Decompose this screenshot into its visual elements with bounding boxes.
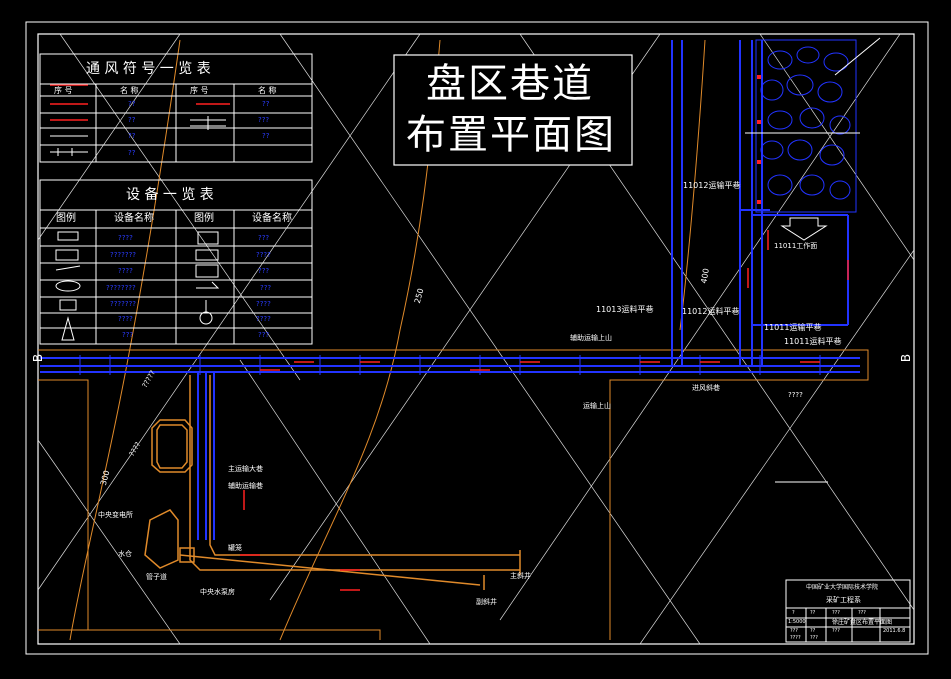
label-11011-material: 11011运料平巷 [784, 337, 842, 346]
equip-header-1: 图例 [56, 213, 76, 224]
tb-cell: ???? [790, 635, 801, 641]
tb-cell: ?? [810, 628, 816, 634]
vent-header-2: 名 称 [120, 86, 139, 95]
label-transport-uphill: 运输上山 [583, 402, 611, 410]
tb-major: 采矿工程系 [826, 596, 861, 604]
equip-cell: ???? [118, 315, 133, 323]
title-line-1: 盘区巷道 [426, 61, 594, 107]
equip-header-4: 设备名称 [252, 213, 292, 224]
shaft-bottom [197, 372, 215, 540]
equip-cell: ??????? [110, 300, 137, 308]
inner-frame [37, 33, 915, 645]
equip-cell: ??????? [110, 251, 137, 259]
label-central-substation: 中央变电所 [98, 511, 133, 519]
vent-table-title: 通 风 符 号 一 览 表 [86, 61, 211, 77]
equip-cell: ??? [258, 267, 270, 275]
equip-header-3: 图例 [194, 213, 214, 224]
equip-cell: ??? [122, 331, 134, 339]
section-mark-left: B [31, 353, 46, 363]
equip-cell: ??? [260, 284, 272, 292]
label-unknown: ???? [788, 391, 803, 399]
title-block-grid [785, 579, 911, 643]
gob-rocks [760, 46, 851, 200]
equip-cell: ???? [256, 315, 271, 323]
tb-cell: ??? [858, 610, 866, 616]
label-pipe-passage: 管子道 [146, 573, 167, 581]
vent-icons [50, 116, 226, 156]
label-water-sump: 水仓 [118, 550, 132, 558]
main-roadway [40, 357, 860, 373]
shaft-bottom-orange [144, 375, 521, 590]
north-line [834, 37, 881, 76]
advance-arrow [780, 217, 828, 241]
vent-cell: ??? [258, 116, 270, 124]
label-intake-incline: 进风斜巷 [692, 384, 720, 392]
tb-cell: ??? [832, 628, 840, 634]
label-cage: 罐笼 [228, 544, 242, 552]
label-11011-face: 11011工作面 [774, 242, 818, 250]
vent-cell: ?? [128, 132, 136, 140]
vent-cell: ?? [262, 100, 270, 108]
label-11012-transport: 11012运输平巷 [683, 181, 741, 190]
outer-frame [25, 21, 929, 655]
tb-cell: ??? [810, 635, 818, 641]
equip-cell: ??? [258, 234, 270, 242]
section-mark-right: B [899, 353, 914, 363]
tb-date: 2011.6.8 [883, 628, 906, 634]
equip-cell: ???? [256, 251, 271, 259]
tb-scale: 1:5000 [788, 619, 806, 625]
label-central-pump: 中央水泵房 [200, 588, 235, 596]
equip-icons [55, 231, 220, 341]
tb-cell: ? [792, 610, 795, 616]
gob-area [755, 39, 857, 213]
label-main-roadway: 主运输大巷 [228, 465, 263, 473]
roadway-ticks [79, 355, 821, 375]
equip-cell: ???? [118, 267, 133, 275]
equip-cell: ???? [256, 300, 271, 308]
label-aux-roadway: 辅助运输巷 [228, 482, 263, 490]
label-aux-uphill: 辅助运输上山 [570, 334, 612, 342]
tb-drawing: 徐庄矿盘区布置平面图 [832, 619, 893, 626]
vent-cell: ?? [128, 149, 136, 157]
tb-school: 中国矿业大学国际技术学院 [806, 584, 879, 591]
equip-cell: ??? [258, 331, 270, 339]
vent-header-3: 序 号 [190, 86, 209, 95]
label-aux-shaft: 副斜井 [476, 598, 497, 606]
equip-table-grid [39, 179, 313, 345]
equip-cell: ???? [118, 234, 133, 242]
vent-table-grid [39, 53, 313, 163]
vent-header-1: 序 号 [54, 86, 73, 95]
vent-header-4: 名 称 [258, 86, 277, 95]
tb-cell: ??? [832, 610, 840, 616]
vent-cell: ?? [128, 100, 136, 108]
airflow-arrows [50, 84, 849, 591]
vent-cell: ?? [128, 116, 136, 124]
tb-cell: ??? [790, 628, 798, 634]
title-line-2: 布置平面图 [406, 112, 616, 158]
vent-cell: ?? [262, 132, 270, 140]
title-box [393, 54, 633, 166]
roadway-outline [38, 349, 869, 640]
label-11012-material: 11012运料平巷 [682, 307, 740, 316]
gob-markers [757, 75, 761, 204]
label-11011-transport: 11011运输平巷 [764, 323, 822, 332]
label-main-shaft: 主斜井 [510, 572, 531, 580]
equip-table-title: 设 备 一 览 表 [126, 187, 214, 203]
equip-cell: ???????? [106, 284, 136, 292]
equip-header-2: 设备名称 [114, 213, 154, 224]
tb-cell: ?? [810, 610, 816, 616]
label-11013-material: 11013运料平巷 [596, 305, 654, 314]
